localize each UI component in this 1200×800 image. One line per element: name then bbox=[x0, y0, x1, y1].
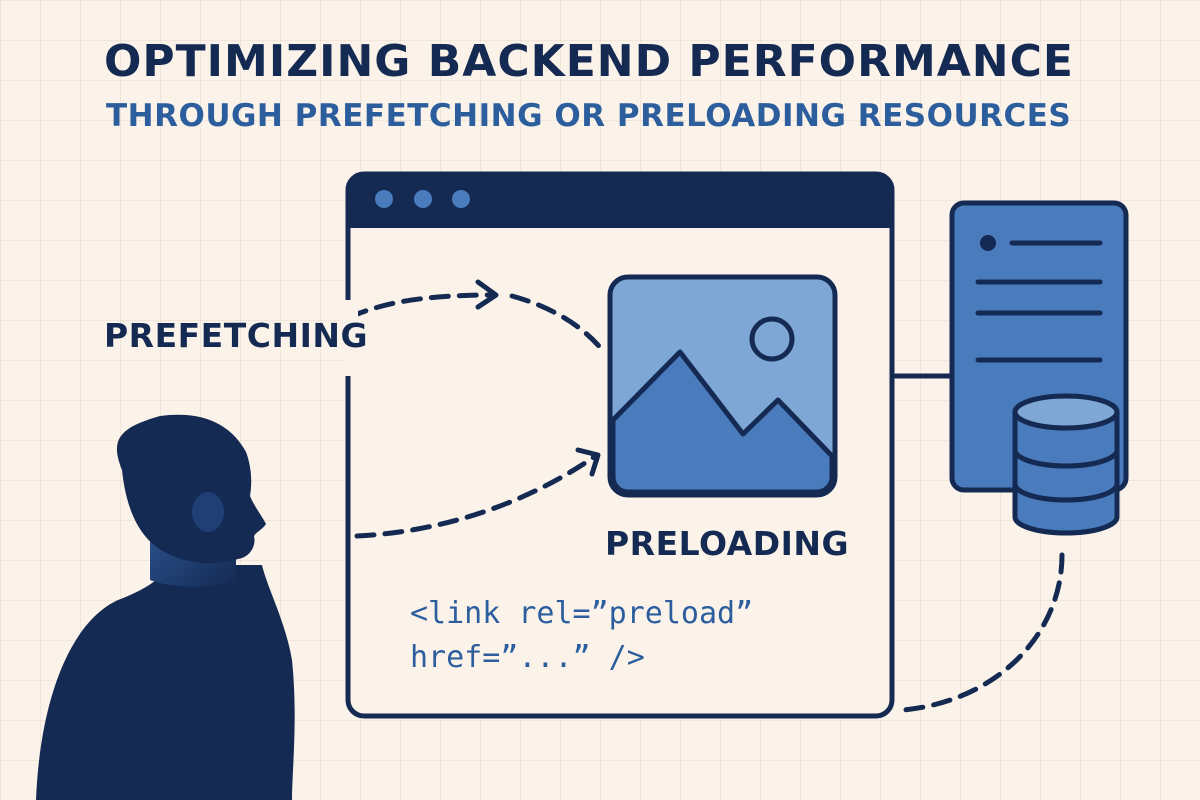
window-dot-icon bbox=[452, 190, 470, 208]
preload-arrowhead-icon bbox=[575, 447, 601, 477]
browser-title-bar bbox=[348, 174, 892, 228]
preload-arrow-path bbox=[354, 452, 600, 539]
database-icon bbox=[1012, 393, 1120, 536]
database-return-path bbox=[901, 552, 1065, 713]
prefetch-curve-path bbox=[509, 293, 607, 355]
image-icon bbox=[607, 274, 838, 498]
prefetch-arrowhead-icon bbox=[475, 279, 499, 310]
code-line-2: href=”...” /> bbox=[410, 640, 645, 675]
prefetching-label: PREFETCHING bbox=[104, 316, 369, 355]
page-title: OPTIMIZING BACKEND PERFORMANCE bbox=[104, 36, 1074, 87]
code-line-1: <link rel=”preload” bbox=[410, 596, 754, 631]
label-mask bbox=[342, 300, 358, 376]
window-dot-icon bbox=[375, 190, 393, 208]
window-dot-icon bbox=[414, 190, 432, 208]
prefetch-arrow-path bbox=[347, 292, 498, 320]
code-snippet: <link rel=”preload” href=”...” /> bbox=[410, 592, 753, 680]
preloading-label: PRELOADING bbox=[605, 524, 850, 563]
page-subtitle: THROUGH PREFETCHING OR PRELOADING RESOUR… bbox=[106, 98, 1072, 134]
person-silhouette-icon bbox=[36, 414, 295, 800]
